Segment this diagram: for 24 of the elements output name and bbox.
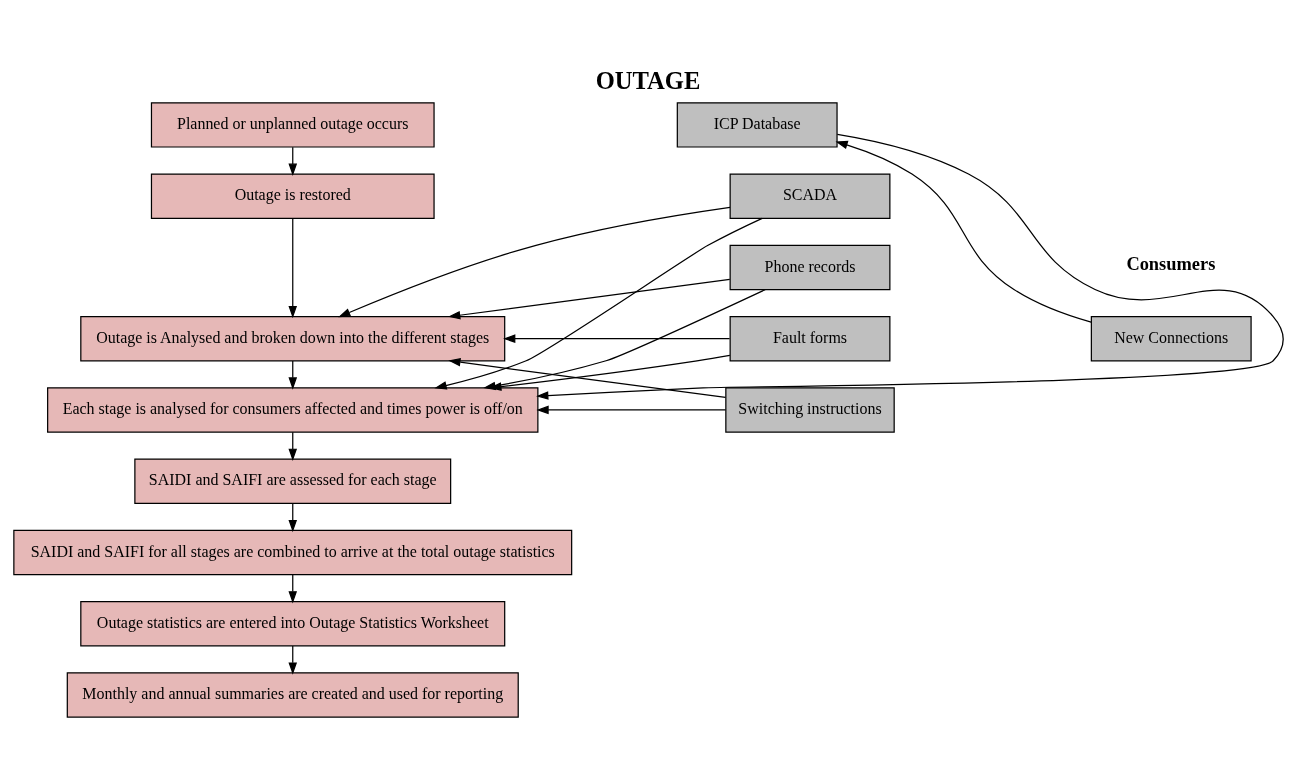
- arrow: [448, 278, 731, 319]
- node-box: SAIDI and SAIFI are assessed for each stage: [134, 457, 452, 504]
- node-box: SCADA: [729, 172, 891, 219]
- node-box: SAIDI and SAIFI for all stages are combined to arrive at the total outage statistics: [13, 529, 573, 575]
- node-box: Monthly and annual summaries are created and used for reporting: [66, 671, 519, 718]
- node-box: Planned or unplanned outage occurs: [150, 101, 435, 148]
- node-box: Outage is Analysed and broken down into the different stages: [80, 315, 506, 361]
- diagram-title: OUTAGE: [595, 66, 701, 94]
- label: Consumers: [1126, 253, 1216, 274]
- arrow: [338, 206, 731, 317]
- node-box: Switching instructions: [725, 386, 895, 433]
- node-box: New Connections: [1090, 315, 1252, 361]
- node-box: Phone records: [729, 244, 891, 290]
- node-box: Outage is restored: [150, 172, 435, 219]
- arrow: [536, 405, 727, 414]
- arrow: [536, 133, 1284, 400]
- node-box: Fault forms: [729, 315, 891, 361]
- node-box: Each stage is analysed for consumers affected and times power is off/on: [47, 386, 539, 433]
- node-box: ICP Database: [676, 101, 838, 148]
- arrow: [503, 333, 731, 343]
- arrow: [288, 217, 298, 318]
- arrow: [448, 357, 727, 398]
- node-box: Outage statistics are entered into Outage Statistics Worksheet: [80, 600, 506, 646]
- arrow: [835, 140, 1092, 323]
